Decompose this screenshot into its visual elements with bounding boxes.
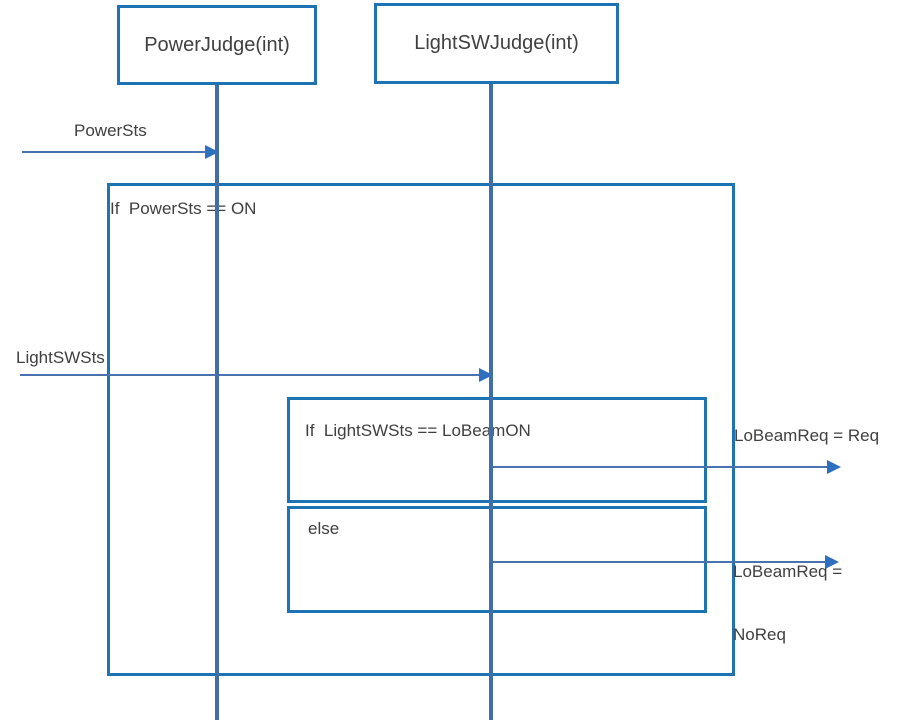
message-lobeamreq-noreq-label-line1: LoBeamReq =: [733, 562, 843, 581]
frame-else-label: else: [308, 519, 340, 538]
arrowhead-right-icon: [825, 555, 839, 569]
message-powersts-line: [22, 151, 205, 153]
message-lightswsts-line: [20, 374, 479, 376]
frame-if-lightswsts: [287, 397, 707, 503]
participant-lightswjudge-label: LightSWJudge(int): [414, 32, 579, 54]
message-lobeamreq-req-label: LoBeamReq = Req: [734, 426, 880, 445]
message-lobeamreq-req-line: [493, 466, 827, 468]
message-lightswsts-label: LightSWSts: [16, 348, 105, 367]
message-powersts-label: PowerSts: [74, 121, 147, 140]
message-lobeamreq-noreq-label: LoBeamReq = NoReq: [733, 519, 842, 687]
frame-if-powersts: [107, 183, 735, 676]
participant-powerjudge: PowerJudge(int): [117, 5, 317, 85]
message-lobeamreq-noreq-line: [493, 561, 825, 563]
arrowhead-right-icon: [827, 460, 841, 474]
message-lobeamreq-noreq-label-line2: NoReq: [733, 625, 786, 644]
participant-lightswjudge: LightSWJudge(int): [374, 3, 619, 84]
frame-if-powersts-guard: If PowerSts == ON: [110, 199, 257, 218]
participant-powerjudge-label: PowerJudge(int): [144, 33, 290, 56]
frame-if-lightswsts-guard: If LightSWSts == LoBeamON: [305, 421, 531, 440]
lifeline-powerjudge: [215, 85, 219, 720]
frame-else: [287, 506, 707, 613]
lifeline-lightswjudge: [489, 84, 493, 720]
